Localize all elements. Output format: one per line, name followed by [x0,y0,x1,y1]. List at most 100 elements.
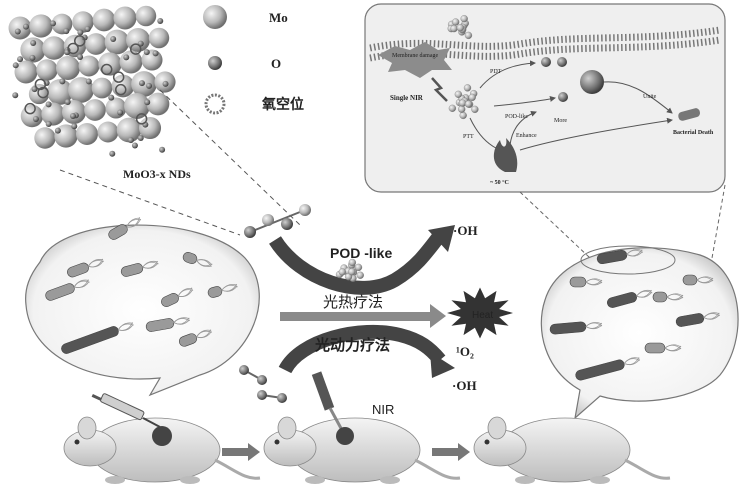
o-atom [137,135,144,142]
o-atom [14,28,21,35]
o-atom [12,62,19,69]
o-atom [71,123,78,130]
ptt-arrow-shaft [280,312,430,321]
oxygen-vacancy-icon [204,93,226,115]
highlight-ellipse [580,245,676,275]
bacterium-icon [652,291,684,303]
bacterium-icon [207,283,238,298]
mo-atom [113,6,137,30]
mo-atom [135,5,157,27]
o-atom [59,78,66,85]
o-atom-icon [208,56,222,70]
stage-arrow-2 [432,448,458,456]
o-atom [152,50,159,57]
mo-atom [20,104,44,128]
o-atom [32,115,39,122]
bacterium-icon [644,342,682,354]
o-atom [162,80,169,87]
o-atom [12,92,19,99]
bacterial-death-label: Bacterial Death [673,130,714,136]
nanodot-label: MoO3-x NDs [123,167,191,181]
molecule-top [244,204,311,238]
bacterium-icon [575,357,641,381]
syringe-icon [91,393,161,428]
mo-atom [148,27,170,49]
o-atom [146,82,153,89]
mo-atom [92,8,116,32]
o-atom [17,56,24,63]
oxygen-vacancy [115,83,127,96]
left-bubble [25,217,260,397]
membrane-damage-burst [378,42,452,78]
o-atom [64,99,71,106]
oxygen-vacancy [135,113,148,125]
zoom-line [159,89,301,226]
oxygen-vacancy [112,71,125,83]
oxygen-vacancy [67,42,79,55]
oxygen-vacancy [24,102,36,115]
bacterium-icon [675,312,720,327]
o-atom [138,80,145,87]
pod-arrow [493,96,556,107]
bacterium-icon [607,289,653,308]
oxygen-vacancy [100,63,113,76]
ptt-label: 光热疗法 [323,294,383,311]
bacterium-icon [682,274,714,286]
legend: Mo O 氧空位 [203,5,304,115]
mo-atom [124,93,150,119]
moo3-nanodot-cluster [8,5,176,157]
membrane-damage-label: Membrane damage [392,53,438,59]
pdt-arrow [479,60,536,89]
right-bubble [540,245,739,420]
mo-atom [146,92,170,116]
oxygen-vacancy [74,35,86,47]
mo-atom [36,59,58,81]
legend-o: O [271,56,281,71]
dead-bacterium-icon [678,108,701,121]
unite-label: Unite [643,94,657,100]
hydroxyl-radical-bottom: ·OH [452,378,477,393]
flame-icon [493,138,518,172]
nir-laser-icon [311,371,345,433]
o-atom [77,29,84,36]
zoom-line [59,169,241,236]
heat-arrow [519,117,673,151]
mo-atom [20,37,46,63]
singlet-oxygen: ¹O₂ [456,344,474,359]
wound-site-irradiated [336,427,354,445]
hydroxyl-radical-top: ·OH [453,223,478,238]
mo-atom [8,16,32,40]
o-atom [30,40,37,47]
o-atom [45,121,52,128]
zoom-line [711,184,726,259]
wound-site [152,426,172,446]
nanodot-small-icon [448,84,479,120]
mo-atom [119,50,143,74]
o-atom [45,101,52,108]
pod-like-label: POD-like [505,114,528,120]
o-atom [84,25,91,32]
single-nir-label: Single NIR [390,94,424,102]
damaged-bacteria-group [549,249,720,381]
mo-atom [76,123,98,145]
mo-atom [105,97,127,119]
nanodot-center-icon [335,258,364,282]
heat-label: Heat [472,310,493,321]
o-atom [159,146,166,153]
molecule-bottom [239,365,287,403]
more-label: More [554,118,567,124]
bacterium-icon [61,322,134,354]
bacteria-group [45,217,238,354]
pod-arc-arrow [269,230,446,295]
oxygen-vacancy [34,78,47,91]
o-atom [117,109,124,116]
mo-atom [126,28,150,52]
mouse-healed [473,416,671,484]
bacterium-icon [596,249,643,265]
pdt-arrow-head [430,352,455,378]
o-atom [143,49,150,56]
mo-atom [34,127,56,149]
nir-lightning-icon [431,77,448,102]
o-atom [110,36,117,43]
bacterium-icon [161,287,194,307]
